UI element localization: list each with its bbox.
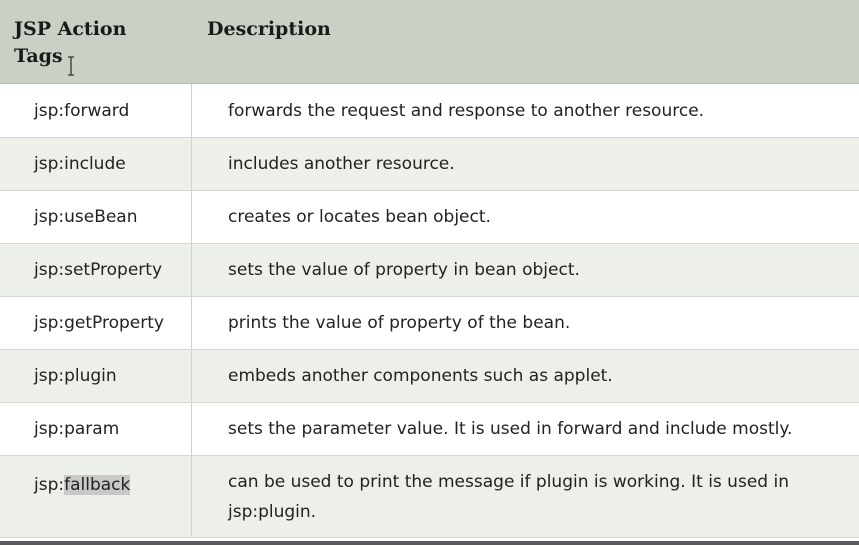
tag-text: jsp:plugin [34,366,117,386]
selected-text-highlight[interactable]: fallback [64,475,131,495]
table-row: jsp:getProperty prints the value of prop… [0,297,859,350]
description-cell: sets the parameter value. It is used in … [192,403,859,455]
table-row: jsp:plugin embeds another components suc… [0,350,859,403]
description-cell: prints the value of property of the bean… [192,297,859,349]
table-header: JSP Action Tags Description [0,0,859,84]
tag-cell: jsp:setProperty [0,244,192,296]
tag-text: jsp:getProperty [34,313,164,333]
table-row: jsp:useBean creates or locates bean obje… [0,191,859,244]
tag-cell: jsp:getProperty [0,297,192,349]
tag-cell: jsp:forward [0,84,192,137]
description-text: includes another resource. [228,154,455,174]
description-cell: forwards the request and response to ano… [192,84,859,137]
tag-cell: jsp:include [0,138,192,190]
header-description-label: Description [207,18,331,40]
header-cell-action-tags: JSP Action Tags [0,0,192,83]
tag-cell: jsp:plugin [0,350,192,402]
tag-cell: jsp:fallback [0,456,192,537]
description-text: can be used to print the message if plug… [228,471,789,522]
tag-text: jsp:forward [34,100,130,121]
description-text: sets the value of property in bean objec… [228,260,580,280]
description-cell: can be used to print the message if plug… [192,456,859,537]
table-row: jsp:include includes another resource. [0,138,859,191]
tag-cell: jsp:param [0,403,192,455]
text-cursor-icon [68,56,74,76]
table-row: jsp:param sets the parameter value. It i… [0,403,859,456]
description-text: creates or locates bean object. [228,207,491,227]
header-cell-description: Description [192,0,859,83]
description-text: sets the parameter value. It is used in … [228,419,793,439]
description-cell: creates or locates bean object. [192,191,859,243]
description-cell: includes another resource. [192,138,859,190]
tag-text: jsp:useBean [34,207,138,227]
table-row: jsp:forward forwards the request and res… [0,84,859,138]
description-text: embeds another components such as applet… [228,366,613,386]
description-text: forwards the request and response to ano… [228,100,705,121]
description-cell: sets the value of property in bean objec… [192,244,859,296]
table-row: jsp:fallback can be used to print the me… [0,456,859,538]
table-row: jsp:setProperty sets the value of proper… [0,244,859,297]
header-action-tags-label: JSP Action Tags [14,18,127,67]
tag-text: jsp:param [34,419,120,439]
tag-text: jsp:include [34,154,126,174]
tag-text: jsp:setProperty [34,260,163,280]
tag-prefix-text: jsp: [34,475,65,495]
description-cell: embeds another components such as applet… [192,350,859,402]
description-text: prints the value of property of the bean… [228,313,571,333]
tag-cell: jsp:useBean [0,191,192,243]
bottom-divider [0,541,859,545]
